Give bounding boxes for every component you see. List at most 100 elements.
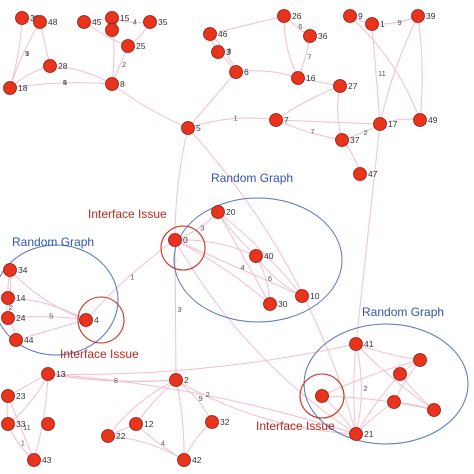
graph-node: 34 <box>3 263 28 277</box>
edge-weight-label: 2 <box>122 60 126 69</box>
node-dot <box>27 453 41 467</box>
region-label-right: Random Graph <box>362 305 444 319</box>
edge <box>47 373 177 382</box>
interface-label-right: Interface Issue <box>256 419 335 433</box>
edge <box>85 239 176 321</box>
node-dot <box>105 77 119 91</box>
graph-node: 23 <box>1 389 26 403</box>
edge <box>107 379 177 437</box>
node-dot <box>291 71 305 85</box>
graph-node: 15 <box>105 11 130 25</box>
edge-weight-label: 1 <box>234 114 238 123</box>
edge-weight-label: 1 <box>25 49 29 58</box>
edge <box>355 343 362 435</box>
graph-node: 22 <box>101 429 126 443</box>
edge <box>47 373 357 435</box>
node-dot <box>413 113 427 127</box>
edge-weight-label: 11 <box>378 69 386 78</box>
node-label: 25 <box>136 41 146 51</box>
edge-weight-label: 3 <box>200 224 204 233</box>
graph-node <box>41 417 55 431</box>
node-dot <box>205 415 219 429</box>
region-label-left: Random Graph <box>12 235 94 249</box>
interface-circle-right <box>299 373 345 419</box>
node-dot <box>387 395 401 409</box>
graph-node: 9 <box>343 9 363 23</box>
node-label: 33 <box>16 419 26 429</box>
node-label: 44 <box>24 335 34 345</box>
edge <box>174 127 189 241</box>
edge-weight-label: 2 <box>206 390 210 399</box>
graph-node: 41 <box>349 337 374 351</box>
graph-node: 24 <box>1 311 26 325</box>
edge-weight-label: 9 <box>199 394 203 403</box>
node-dot <box>177 453 191 467</box>
node-dot <box>229 65 243 79</box>
edge-weight-label: 4 <box>63 78 67 87</box>
node-label: 6 <box>244 67 249 77</box>
node-dot <box>333 79 347 93</box>
edge-weight-label: 8 <box>114 376 118 385</box>
edge <box>217 211 303 297</box>
node-dot <box>9 333 23 347</box>
node-label: 8 <box>120 79 125 89</box>
edge <box>355 373 401 435</box>
node-label: 13 <box>56 369 66 379</box>
node-label: 18 <box>18 83 28 93</box>
node-dot <box>249 249 263 263</box>
graph-node <box>393 367 407 381</box>
edge-weight-label: 5 <box>63 78 67 87</box>
edge-weight-label: 4 <box>133 17 137 26</box>
node-dot <box>295 289 309 303</box>
node-label: 9 <box>358 11 363 21</box>
graph-node: 12 <box>129 417 154 431</box>
edge <box>371 15 419 25</box>
edge <box>355 343 435 411</box>
edge <box>337 85 343 141</box>
node-label: 32 <box>220 417 230 427</box>
node-label: 16 <box>306 73 316 83</box>
node-label: 14 <box>16 293 26 303</box>
graph-node: 1 <box>365 17 385 31</box>
node-label: 47 <box>368 169 378 179</box>
random-graph-region-left <box>0 244 119 356</box>
edge-weight-label: 5 <box>49 312 53 321</box>
graph-node: 8 <box>105 77 125 91</box>
edge <box>283 15 299 79</box>
node-label: 5 <box>196 123 201 133</box>
edge <box>379 15 419 125</box>
node-label: 12 <box>144 419 154 429</box>
graph-node: 6 <box>229 65 249 79</box>
graph-node: 32 <box>205 415 230 429</box>
edge-weight-label: 4 <box>241 263 245 272</box>
graph-node: 48 <box>33 15 58 29</box>
edge-weight-label: 8 <box>227 46 231 55</box>
graph-node: 4 <box>79 313 99 327</box>
node-label: 22 <box>116 431 126 441</box>
node-dot <box>105 11 119 25</box>
node-dot <box>129 417 143 431</box>
node-dot <box>353 167 367 181</box>
edge <box>174 239 271 305</box>
edge-weight-label: 7 <box>310 127 314 136</box>
graph-node: 14 <box>1 291 26 305</box>
region-label-center: Random Graph <box>211 171 293 185</box>
node-label: 37 <box>350 135 360 145</box>
graph-node: 43 <box>27 453 52 467</box>
node-dot <box>33 15 47 29</box>
edge <box>321 395 435 411</box>
edge <box>9 82 113 89</box>
graph-node: 17 <box>373 117 398 131</box>
node-dot <box>3 81 17 95</box>
graph-node: 27 <box>333 79 358 93</box>
node-label: 40 <box>264 251 274 261</box>
node-label: 36 <box>318 31 328 41</box>
graph-node: 10 <box>295 289 320 303</box>
node-label: 15 <box>120 13 130 23</box>
region-layer <box>0 197 469 445</box>
node-dot <box>79 313 93 327</box>
node-dot <box>269 113 283 127</box>
node-label: 41 <box>364 339 374 349</box>
node-dot <box>315 389 329 403</box>
interface-label-left: Interface Issue <box>60 347 139 361</box>
